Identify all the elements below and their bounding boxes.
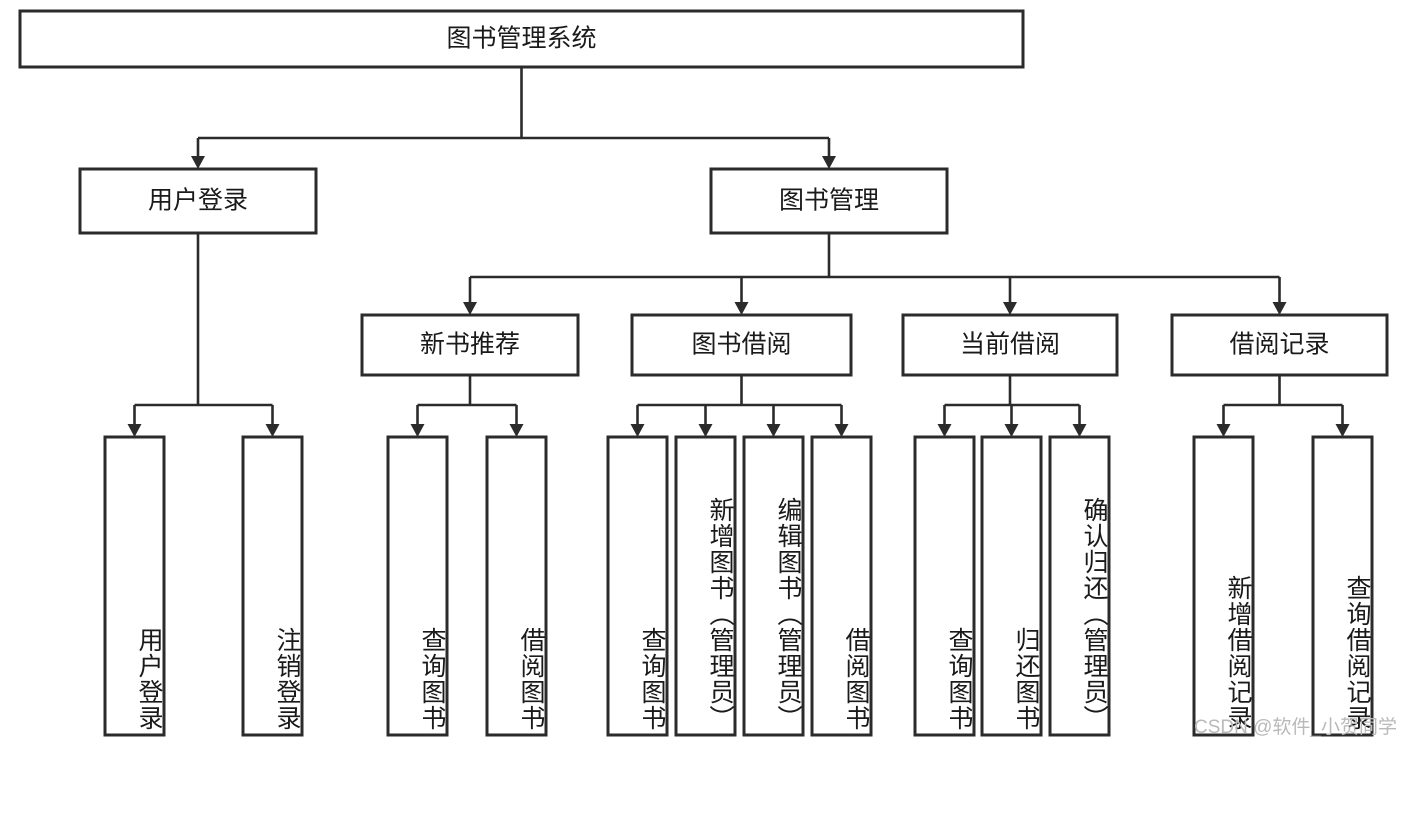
- node-label: 借阅记录: [1229, 331, 1329, 359]
- arrow-head: [410, 424, 425, 437]
- node-leaf-user-login[interactable]: [103, 435, 166, 737]
- node-label: 图书管理: [779, 187, 879, 215]
- node-leaf-query-book-2[interactable]: [606, 435, 669, 737]
- node-leaf-query-book-1[interactable]: [386, 435, 449, 737]
- arrow-head: [463, 302, 477, 315]
- node-leaf-add-book[interactable]: [674, 435, 737, 737]
- node-book-borrow[interactable]: 图书借阅: [630, 313, 853, 377]
- node-leaf-return-book[interactable]: [980, 435, 1043, 737]
- node-leaf-user-logout[interactable]: [241, 435, 304, 737]
- arrow-head: [1272, 302, 1287, 315]
- node-label: 新书推荐: [420, 331, 520, 359]
- node-leaf-borrow-book-2[interactable]: [810, 435, 873, 737]
- connector-layer: [127, 67, 1350, 437]
- node-user-login[interactable]: 用户登录: [78, 167, 318, 235]
- arrow-head: [834, 424, 849, 437]
- arrow-head: [1216, 424, 1231, 437]
- node-root[interactable]: 图书管理系统: [18, 9, 1025, 69]
- arrow-head: [1003, 302, 1017, 315]
- arrow-head: [127, 424, 142, 437]
- arrow-head: [766, 424, 781, 437]
- node-leaf-borrow-book-1[interactable]: [485, 435, 548, 737]
- node-leaf-confirm-return[interactable]: [1048, 435, 1111, 737]
- node-borrow-record[interactable]: 借阅记录: [1170, 313, 1389, 377]
- node-label: 当前借阅: [960, 331, 1060, 359]
- node-label: 图书管理系统: [446, 25, 596, 53]
- arrow-head: [265, 424, 280, 437]
- arrow-head: [937, 424, 952, 437]
- arrow-head: [630, 424, 645, 437]
- node-new-book-rec[interactable]: 新书推荐: [360, 313, 580, 377]
- node-leaf-query-record[interactable]: [1311, 435, 1374, 737]
- arrow-head: [734, 302, 749, 315]
- node-label: 图书借阅: [691, 331, 791, 359]
- arrow-head: [1072, 424, 1087, 437]
- node-leaf-query-book-3[interactable]: [913, 435, 976, 737]
- arrow-head: [191, 156, 205, 169]
- arrow-head: [1004, 424, 1019, 437]
- arrow-head: [698, 424, 713, 437]
- node-leaf-add-record[interactable]: [1192, 435, 1255, 737]
- node-current-borrow[interactable]: 当前借阅: [901, 313, 1119, 377]
- node-book-manage[interactable]: 图书管理: [709, 167, 949, 235]
- watermark-text: CSDN @软件_小贺同学: [1194, 717, 1397, 738]
- arrow-head: [1335, 424, 1350, 437]
- diagram-canvas: 图书管理系统用户登录图书管理新书推荐图书借阅当前借阅借阅记录 用户登录注销登录查…: [18, 9, 1397, 738]
- node-label: 用户登录: [148, 187, 248, 215]
- node-leaf-edit-book[interactable]: [742, 435, 805, 737]
- arrow-head: [509, 424, 524, 437]
- arrow-head: [822, 156, 836, 169]
